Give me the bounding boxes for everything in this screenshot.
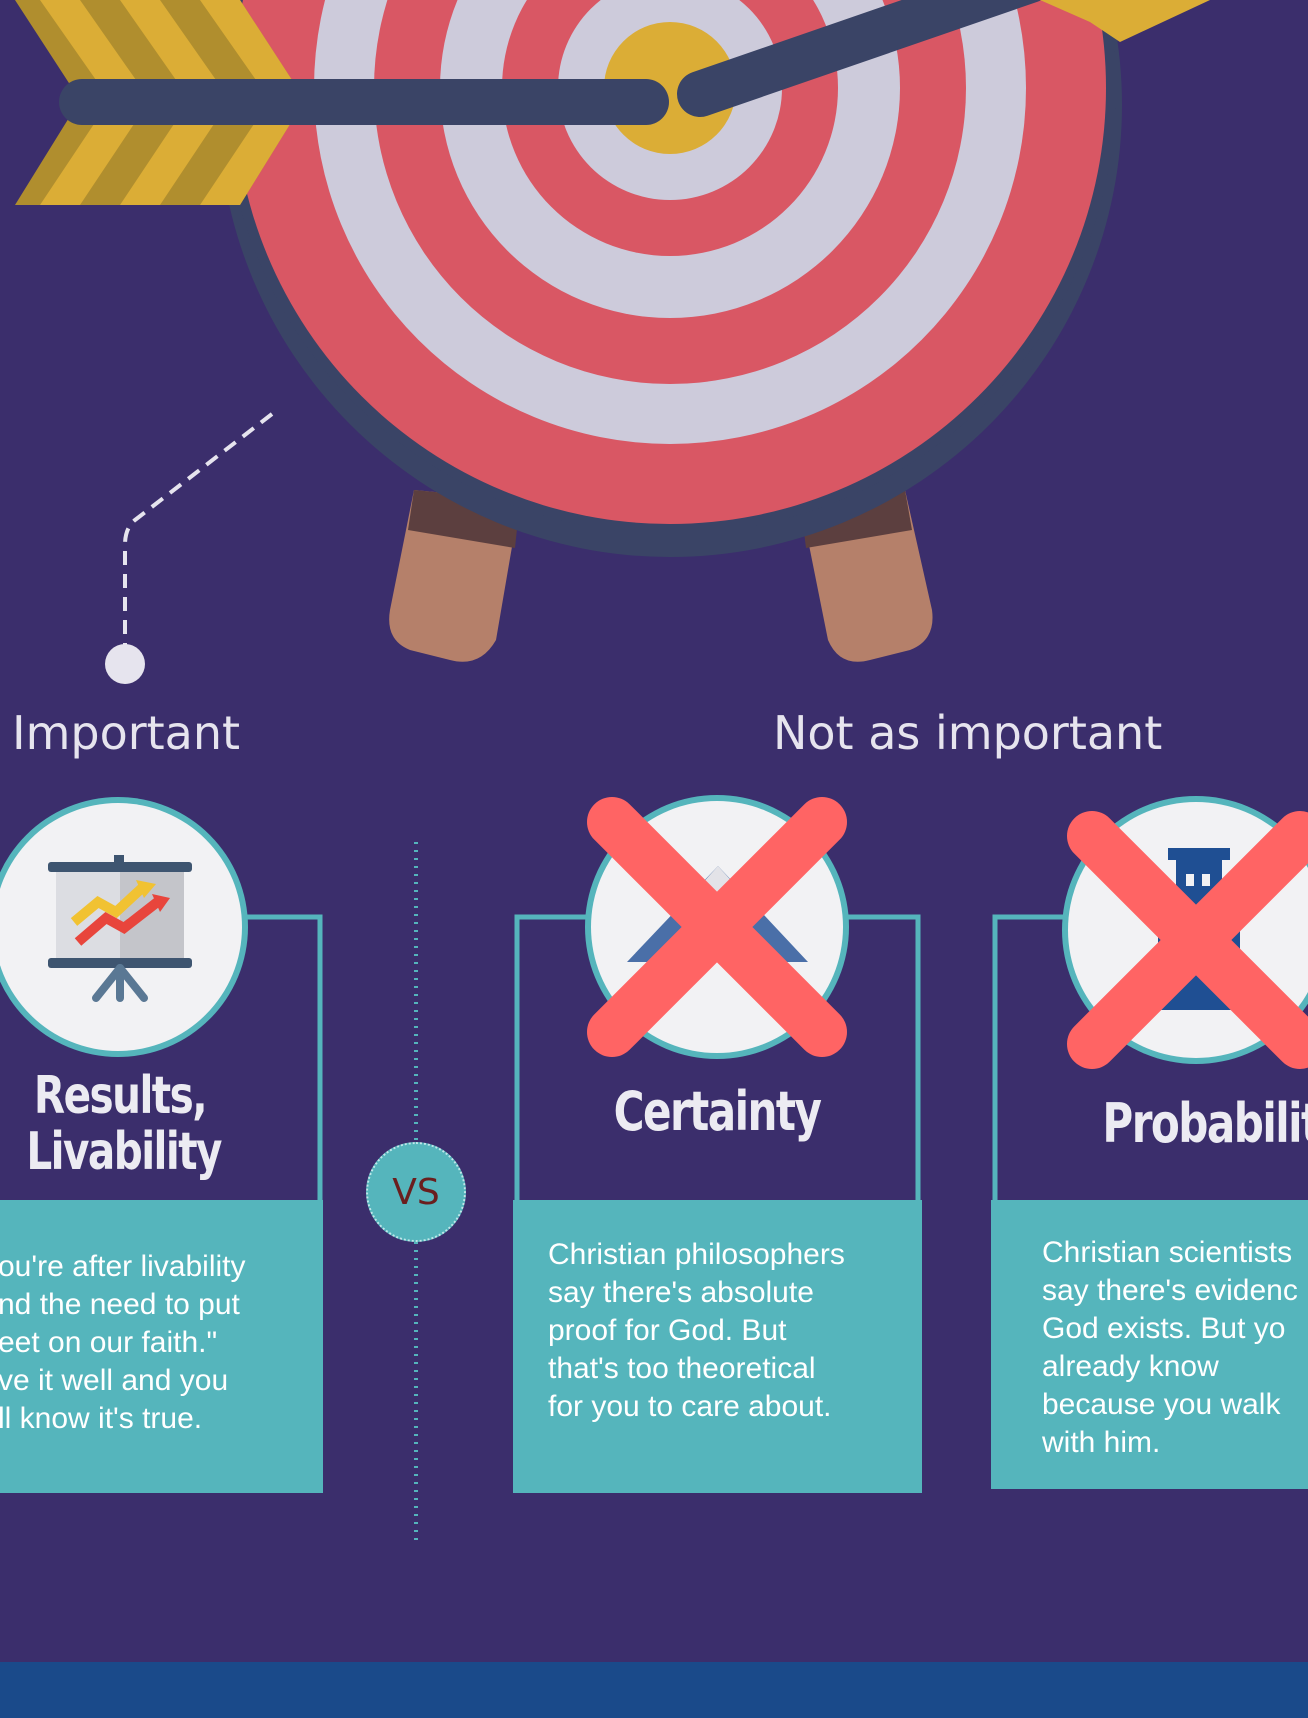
card-results-desc-line: nd the need to put [0,1288,240,1321]
section-label-not-important: Not as important [773,706,1163,760]
card-certainty-desc-line: Christian philosophers [548,1238,845,1271]
footer-bar [0,1662,1308,1718]
card-certainty-desc-line: proof for God. But [548,1314,787,1347]
vs-badge: VS [366,1142,466,1242]
card-probability-desc-line: already know [1042,1350,1219,1383]
arrow-icon [15,0,1210,205]
card-results-desc-line: eet on our faith." [0,1326,218,1359]
section-label-important: Important [12,706,241,760]
cross-icon [1067,811,1308,1069]
card-results-desc-line: ve it well and you [0,1364,229,1397]
card-probability-desc-line: God exists. But yo [1042,1312,1286,1345]
card-results-desc-line: ou're after livability [0,1250,246,1283]
card-probability-description: Christian scientists say there's evidenc… [1042,1234,1308,1462]
card-results-title-line2: Livability [26,1122,222,1182]
card-results-title: Results, Livability [26,1066,222,1182]
card-certainty-desc-line: say there's absolute [548,1276,814,1309]
presentation-chart-icon [48,855,192,1002]
card-probability-desc-line: say there's evidenc [1042,1274,1298,1307]
card-certainty-desc-line: that's too theoretical [548,1352,816,1385]
card-certainty-description: Christian philosophers say there's absol… [548,1236,845,1426]
card-results-title-line1: Results, [33,1066,208,1126]
card-probability-desc-line: with him. [1042,1426,1161,1459]
card-probability-desc-line: because you walk [1042,1388,1281,1421]
card-certainty-title: Certainty [613,1080,822,1143]
card-certainty-desc-line: for you to care about. [548,1390,832,1423]
card-probability-title: Probability [1102,1092,1308,1155]
card-probability-desc-line: Christian scientists [1042,1236,1293,1269]
card-results-desc-line: ll know it's true. [0,1402,203,1435]
card-results-description: ou're after livability nd the need to pu… [0,1248,246,1438]
connector-line [105,412,274,684]
cross-icon [587,797,847,1057]
